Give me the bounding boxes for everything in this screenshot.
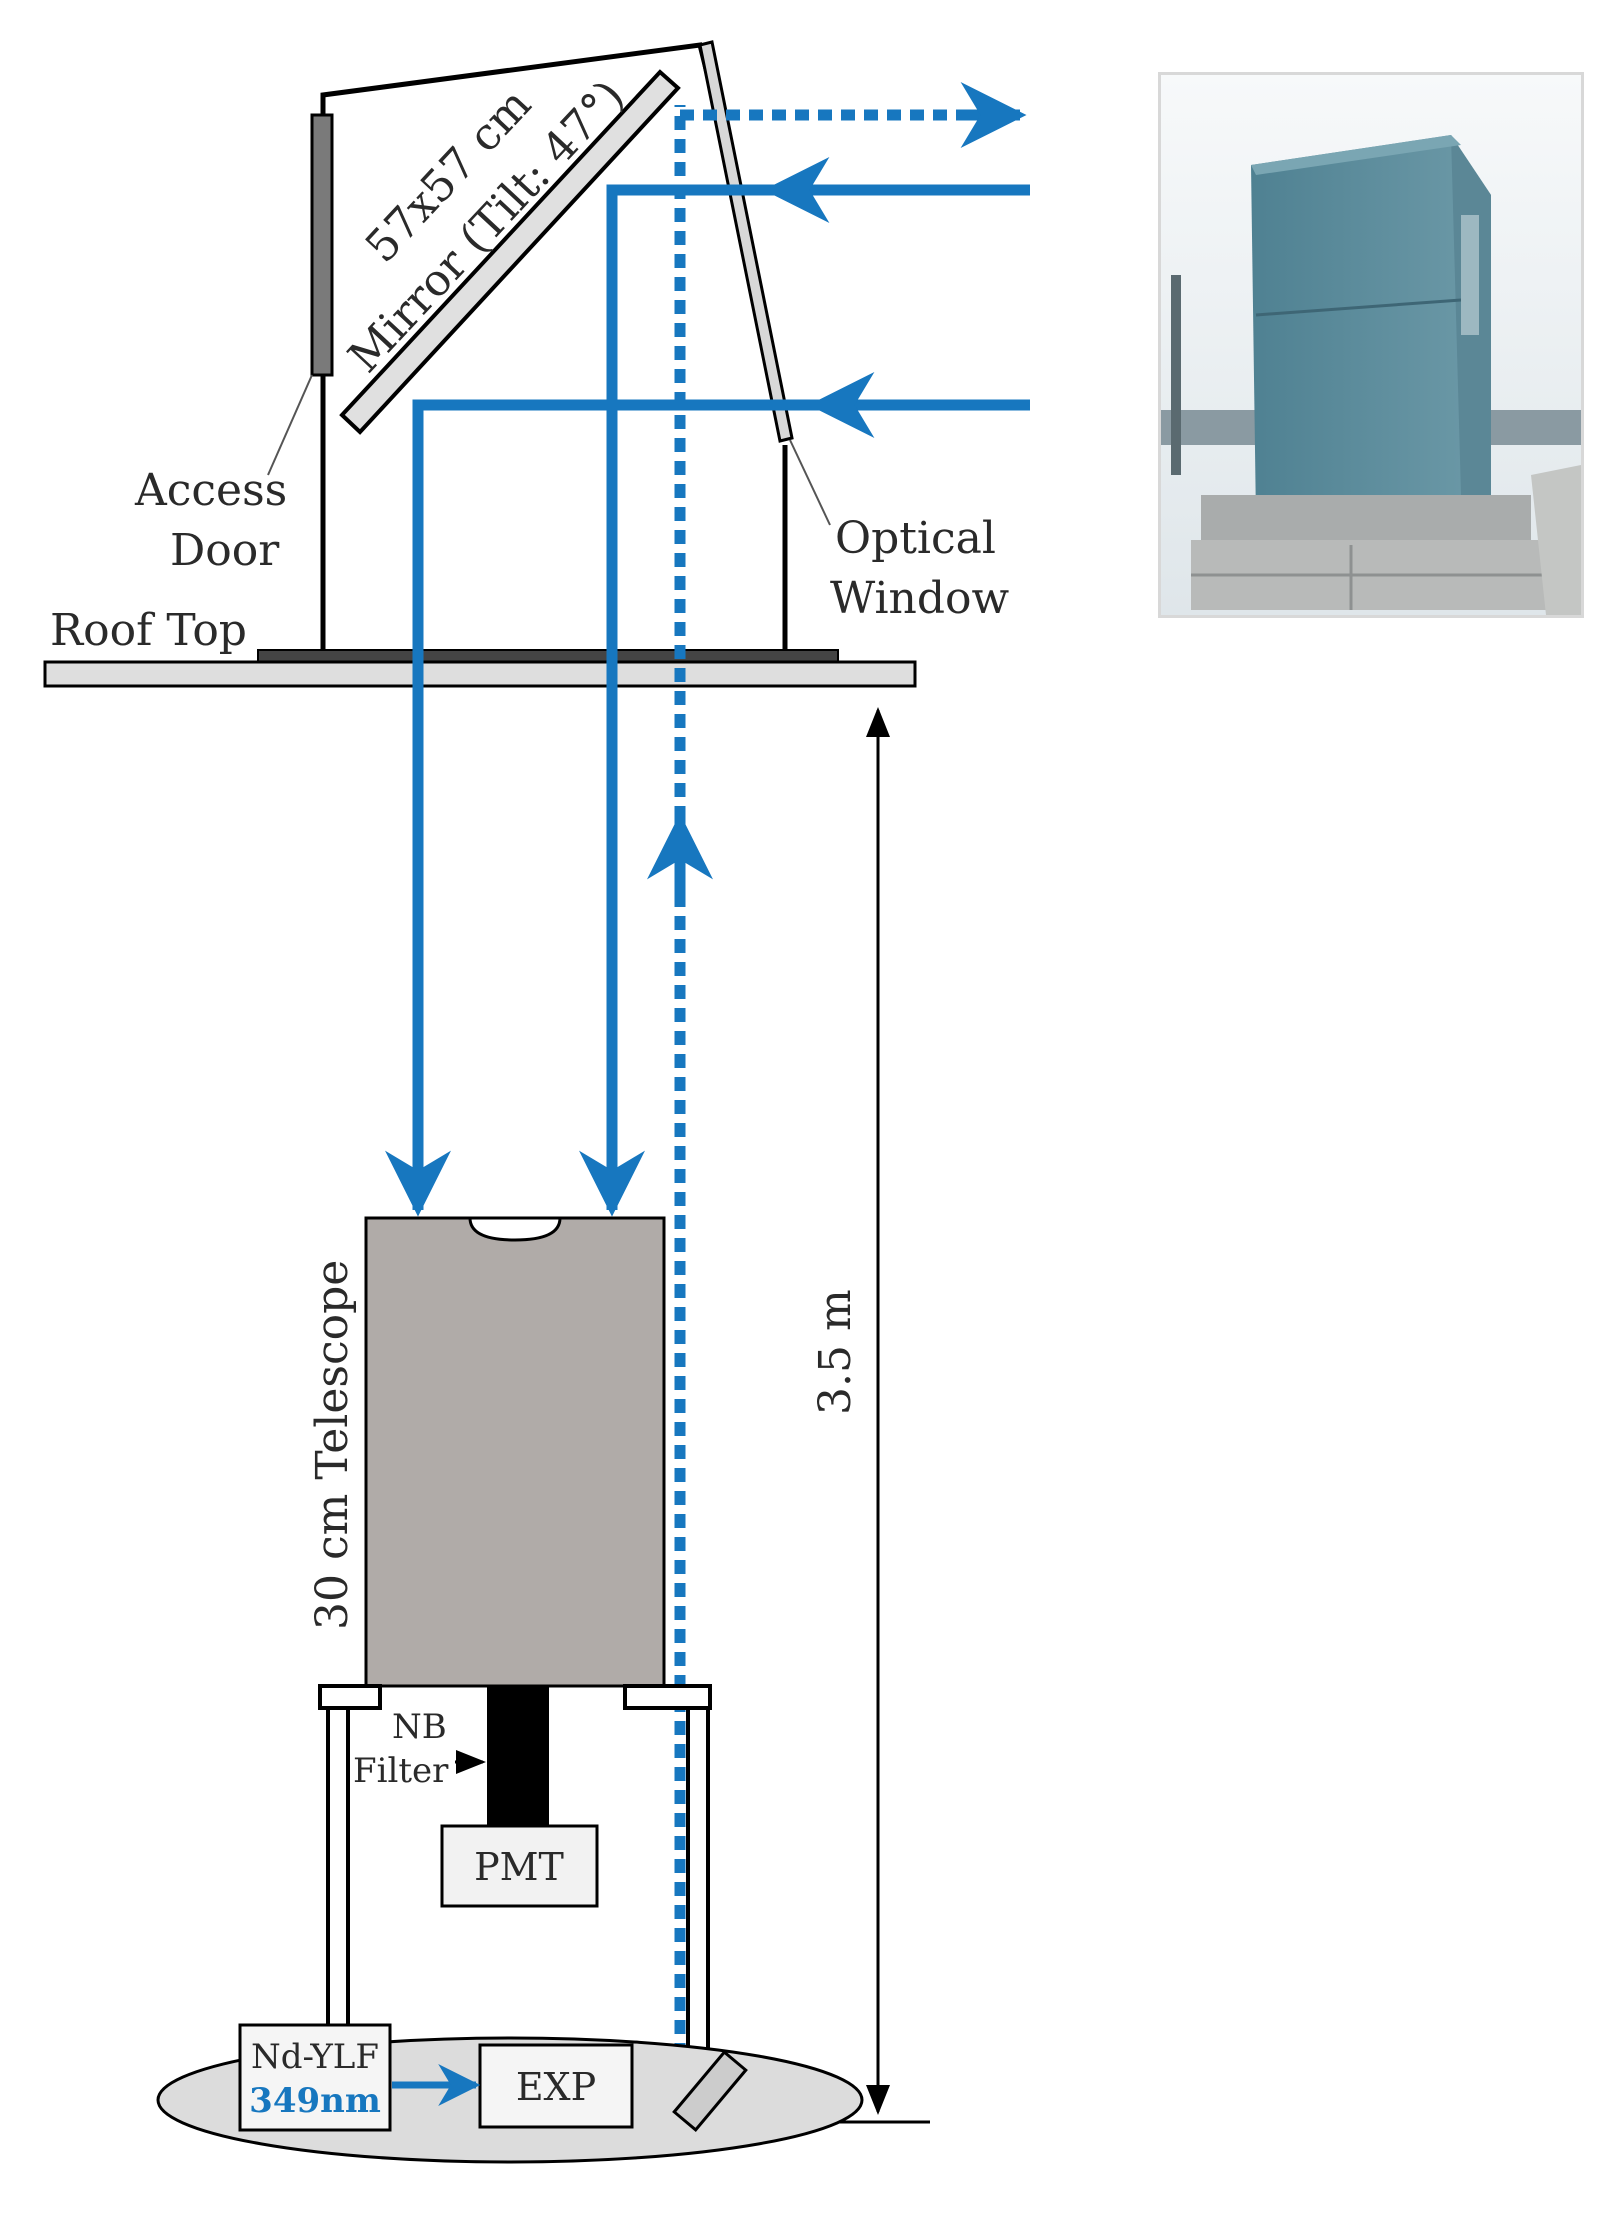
pmt-label: PMT bbox=[474, 1845, 564, 1889]
nb-filter bbox=[487, 1686, 549, 1826]
turning-mirror bbox=[672, 2050, 748, 2132]
roof-slab bbox=[43, 660, 917, 688]
telescope-assembly bbox=[318, 1216, 712, 2065]
optical-window-label-line2: Window bbox=[830, 573, 1010, 624]
height-label: 3.5 m bbox=[810, 1289, 861, 1415]
optical-window bbox=[698, 40, 794, 443]
housing-photo-illustration bbox=[1161, 75, 1581, 615]
received-beams bbox=[385, 157, 1030, 1217]
laser-box bbox=[238, 2023, 392, 2132]
tilted-mirror bbox=[339, 69, 681, 435]
exp-label: EXP bbox=[516, 2065, 596, 2109]
rooftop-housing-photo bbox=[1158, 72, 1584, 618]
roof-base-plate bbox=[257, 649, 839, 663]
optical-window-pointer bbox=[789, 439, 831, 526]
nb-filter-label-line1: NB bbox=[392, 1707, 447, 1747]
laser-wavelength-label: 349nm bbox=[249, 2081, 381, 2121]
roof-top-label: Roof Top bbox=[50, 605, 247, 656]
optical-window-label-line1: Optical bbox=[835, 513, 996, 564]
telescope-body bbox=[364, 1216, 666, 1688]
access-door bbox=[310, 113, 334, 377]
telescope-label: 30 cm Telescope bbox=[307, 1260, 358, 1630]
incoming-beam-upper bbox=[579, 184, 770, 1217]
rooftop-housing bbox=[43, 40, 917, 688]
access-door-label-line2: Door bbox=[170, 525, 280, 576]
height-dimension bbox=[838, 707, 930, 2124]
left-leg bbox=[326, 1706, 350, 2040]
secondary-mirror bbox=[468, 1216, 562, 1242]
nb-filter-label-line2: Filter bbox=[353, 1751, 449, 1791]
right-leg bbox=[686, 1706, 710, 2065]
base-platform bbox=[156, 2023, 864, 2164]
right-bracket bbox=[623, 1684, 712, 1710]
left-bracket bbox=[318, 1684, 382, 1710]
laser-label: Nd-YLF bbox=[251, 2037, 379, 2077]
access-door-pointer bbox=[267, 374, 313, 476]
pmt-box bbox=[440, 1824, 599, 1908]
access-door-label-line1: Access bbox=[134, 465, 287, 516]
